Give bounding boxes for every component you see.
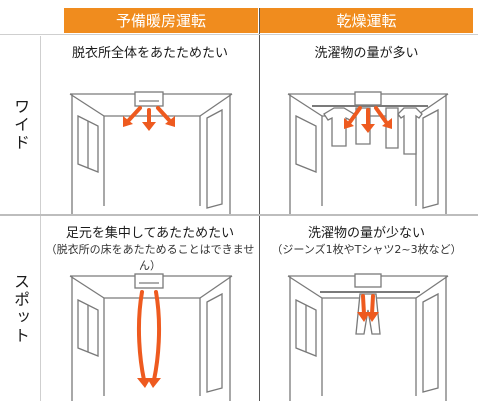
cell-spot-preheat: 足元を集中してあたためたい （脱衣所の床をあたためることはできません） (42, 216, 258, 401)
cell-caption: 洗濯物の量が少ない (307, 226, 425, 241)
divider-horizontal-middle (0, 214, 478, 216)
cell-caption: 脱衣所全体をあたためたい (71, 46, 228, 61)
divider-vertical-middle (259, 8, 260, 401)
cell-subcaption: （ジーンズ1枚やTシャツ2~3枚など） (271, 243, 462, 256)
room-illustration (287, 273, 449, 401)
row-label-spot: スポット (11, 272, 30, 345)
column-header-dry: 乾燥運転 (260, 8, 473, 33)
column-header-preheat: 予備暖房運転 (64, 8, 258, 33)
room-illustration (287, 91, 449, 214)
cell-caption: 足元を集中してあたためたい (65, 226, 235, 241)
cell-caption: 洗濯物の量が多い (314, 46, 419, 61)
row-label-wide: ワイド (11, 98, 30, 152)
divider-horizontal-top (0, 34, 478, 35)
cell-wide-dry: 洗濯物の量が多い (260, 36, 473, 214)
room-illustration (69, 91, 233, 214)
cell-spot-dry: 洗濯物の量が少ない （ジーンズ1枚やTシャツ2~3枚など） (260, 216, 473, 401)
room-illustration (69, 273, 233, 401)
cell-subcaption: （脱衣所の床をあたためることはできません） (45, 243, 255, 272)
divider-vertical-left (40, 36, 41, 401)
cell-wide-preheat: 脱衣所全体をあたためたい (42, 36, 258, 214)
